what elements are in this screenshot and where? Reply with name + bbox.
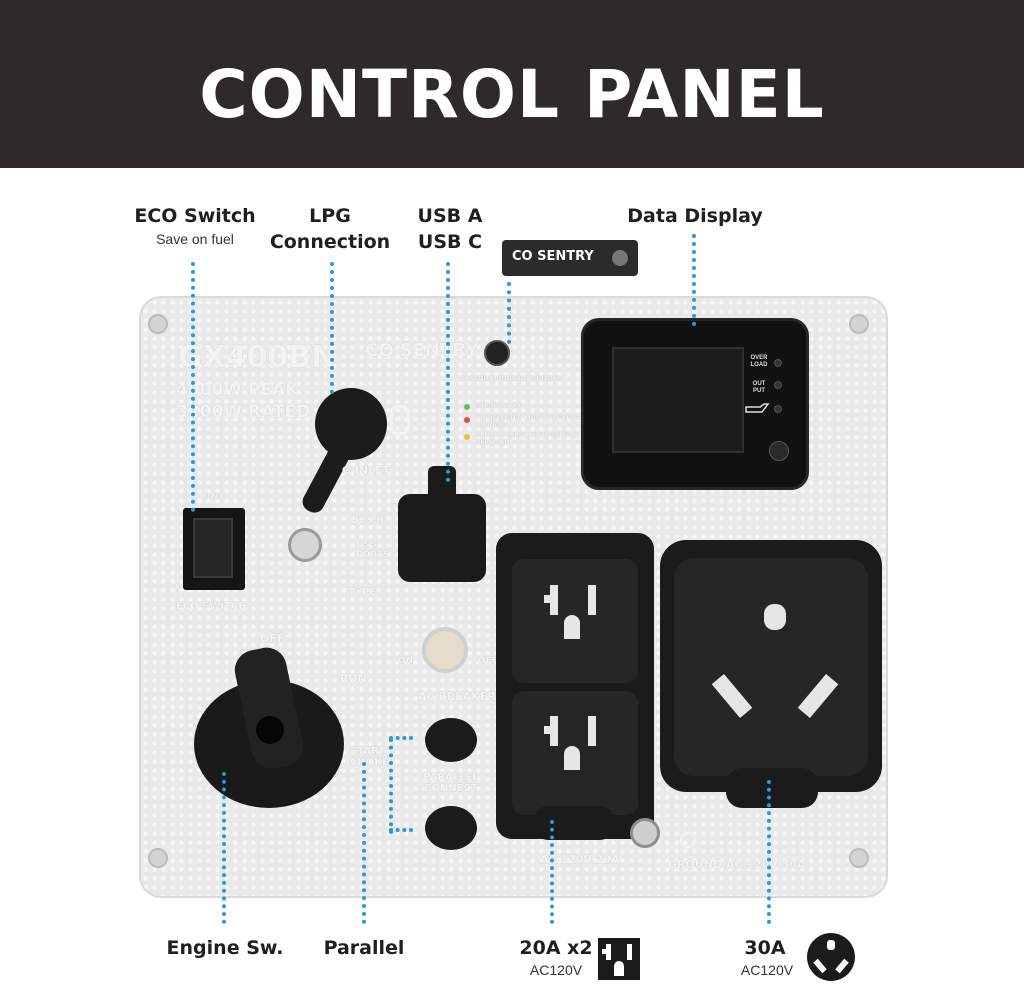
screw-icon [849,848,869,868]
parallel-connect-label: PARALLEL CONNECT [423,772,479,794]
co-sentry-panel-label: CO SENTRY [365,340,479,361]
engine-sw-callout: Engine Sw. [166,937,284,959]
usb-qc-label: QC3.0 [350,515,384,526]
nema-5-20-outlet-icon [598,938,640,980]
parallel-terminal-cap[interactable] [425,806,477,850]
knob-off-label: OFF [260,632,285,645]
status-led-yellow [464,434,470,440]
page-title: CONTROL PANEL [199,56,825,133]
parallel-terminal-cap[interactable] [425,718,477,762]
model-label: GX400BN [178,340,337,375]
outlet-20a-callout: 20A x2 [519,937,593,959]
outlet-20a-leader-line [550,820,554,924]
outlet-30a-subtitle: AC120V [740,962,794,978]
usb-ports-label: USB PORTS [356,540,390,560]
peak-watts-label: 4000W PEAK [176,380,299,400]
parallel-branch-top [389,736,413,740]
nema-5-20-outlet-icon [544,585,596,639]
usb-leader-line [446,262,450,482]
tt-30-outlet-icon [711,604,839,718]
outlet-30a-cover-tab[interactable] [726,768,818,808]
status-co-label: CO DETECTED MOVE TO FRESH AIR NOW [476,415,580,429]
screw-icon [612,250,628,266]
ground-symbol-icon [680,832,696,848]
ground-label: GROUND [668,858,723,871]
eco-leader-line [191,262,195,512]
knob-start-label: START CHOKE [350,746,389,768]
data-display: OVER LOAD OUT PUT [581,318,809,490]
usb-type-label: TYPE C [348,587,388,598]
output-label: OUT PUT [752,381,766,394]
outlet-20a-cover[interactable] [496,533,654,839]
display-mode-button[interactable] [769,441,789,461]
lpg-bottle-icon [390,405,410,435]
eco-switch-subtitle: Save on fuel [156,231,234,247]
overload-led [774,359,782,367]
co-sentry-badge-label: CO SENTRY [512,249,594,264]
status-led-red [464,417,470,423]
outlet-30a-face[interactable] [674,558,868,776]
screw-icon [849,314,869,334]
nema-5-20-outlet-icon [544,716,596,770]
status-led-green [464,404,470,410]
ac-breaker-button[interactable] [422,627,468,673]
eco-on-label: ON [203,492,219,502]
oil-led [774,405,782,413]
outlet-20a-cover-tab[interactable] [534,806,614,840]
oil-can-icon [745,403,770,413]
parallel-branch-line [389,738,393,834]
eco-switch-callout: ECO Switch [120,203,270,229]
parallel-leader-line [362,762,366,924]
data-display-leader-line [692,234,696,326]
usb-line-1: USB A [417,205,483,227]
eco-switch-panel-label: ECO SWITCH [176,601,247,612]
lpg-inlet-label: G INLET [342,464,391,477]
outlet-30a-panel-label: AC 120V 30A [726,858,806,871]
eco-rocker[interactable] [193,518,233,578]
usb-line-2: USB C [417,231,483,253]
outlet-20a-panel-label: AC 120V 20A [540,853,620,866]
eco-switch-title: ECO Switch [134,205,256,227]
usb-port-cover[interactable] [398,494,486,582]
lpg-line-2: Connection [269,231,391,253]
co-sentry-leader-line [507,282,511,344]
breaker-on-label: ON [398,656,414,666]
lpg-inlet-fitting[interactable] [288,528,322,562]
outlet-30a-leader-line [767,780,771,924]
ac-breaker-label: AC BREAKER [418,690,496,703]
parallel-branch-bottom [389,828,413,832]
parallel-callout: Parallel [323,937,405,959]
display-screen [612,347,744,453]
status-standby-label: STANDING BY [476,402,522,409]
screw-icon [148,314,168,334]
eco-switch[interactable] [183,508,245,590]
outlet-20a-subtitle: AC120V [529,962,583,978]
usb-cover-tab[interactable] [428,466,456,506]
co-sensor-button[interactable] [484,340,510,366]
screw-icon [148,848,168,868]
rated-watts-label: 3200W RATED [176,402,311,422]
status-error-label: SENSOR ERROR HAVE SENSOR SERVICED [476,432,579,446]
knob-run-label: RUN [340,672,367,685]
co-sentry-badge: CO SENTRY [502,240,638,276]
breaker-off-label: OFF [478,656,498,666]
lpg-callout: LPG Connection [260,203,400,255]
engine-leader-line [222,772,226,924]
output-led [774,381,782,389]
ground-terminal[interactable] [630,818,660,848]
outlet-30a-cover[interactable] [660,540,882,792]
data-display-callout: Data Display [627,205,763,227]
tt-30-outlet-icon [807,933,855,981]
overload-label: OVER LOAD [750,355,768,368]
outlet-30a-callout: 30A [744,937,786,959]
usb-callout: USB A USB C [395,203,505,255]
header-banner: CONTROL PANEL [0,0,1024,168]
knob-center-hole [256,716,284,744]
lpg-line-1: LPG [309,205,351,227]
lpg-leader-line [330,262,334,394]
co-shutoff-label: CARBON MONOXIDE SHUTOFF [460,375,562,382]
